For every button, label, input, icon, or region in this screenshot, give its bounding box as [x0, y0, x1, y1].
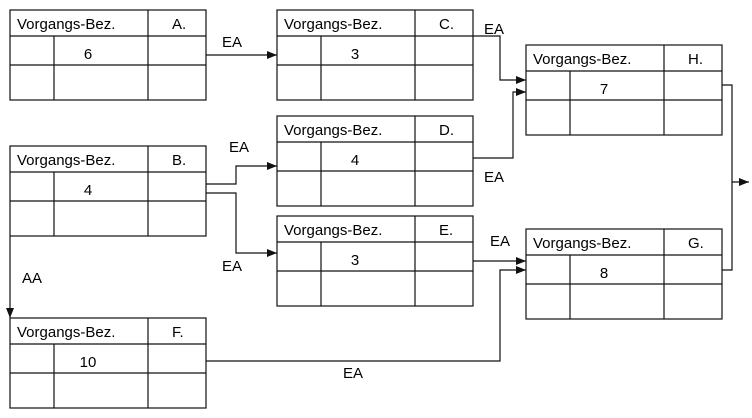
- node-header-label: Vorgangs-Bez.: [17, 152, 115, 169]
- node-code: B.: [172, 152, 186, 169]
- node-duration: 4: [84, 182, 92, 199]
- edge-label-f-g: EA: [343, 365, 363, 382]
- node-header-label: Vorgangs-Bez.: [284, 122, 382, 139]
- node-d: Vorgangs-Bez. D. 4: [276, 115, 474, 207]
- node-box: [525, 228, 723, 320]
- node-g: Vorgangs-Bez. G. 8: [525, 228, 723, 320]
- node-duration: 10: [80, 354, 97, 371]
- node-f: Vorgangs-Bez. F. 10: [9, 317, 207, 409]
- node-duration: 7: [600, 81, 608, 98]
- node-header-label: Vorgangs-Bez.: [284, 16, 382, 33]
- node-code: G.: [688, 235, 704, 252]
- edge-label-b-e: EA: [222, 258, 242, 275]
- edge-label-d-h: EA: [484, 169, 504, 186]
- node-duration: 4: [351, 152, 359, 169]
- node-header-label: Vorgangs-Bez.: [17, 324, 115, 341]
- node-code: A.: [172, 16, 186, 33]
- edge-b-e: [206, 192, 277, 257]
- edges-layer: [6, 35, 749, 362]
- node-h: Vorgangs-Bez. H. 7: [525, 44, 723, 136]
- node-box: [9, 145, 207, 237]
- node-header-label: Vorgangs-Bez.: [17, 16, 115, 33]
- node-header-label: Vorgangs-Bez.: [533, 51, 631, 68]
- node-box: [9, 9, 207, 101]
- node-header-label: Vorgangs-Bez.: [284, 222, 382, 239]
- node-box: [276, 115, 474, 207]
- node-e: Vorgangs-Bez. E. 3: [276, 215, 474, 307]
- node-box: [525, 44, 723, 136]
- node-a: Vorgangs-Bez. A. 6: [9, 9, 207, 101]
- node-duration: 3: [351, 252, 359, 269]
- edge-f-g: [206, 266, 526, 362]
- node-c: Vorgangs-Bez. C. 3: [276, 9, 474, 101]
- node-duration: 8: [600, 265, 608, 282]
- node-box: [276, 215, 474, 307]
- node-code: H.: [688, 51, 703, 68]
- edge-c-h: [473, 35, 526, 84]
- nodes-layer: Vorgangs-Bez.A.6Vorgangs-Bez.B.4Vorgangs…: [9, 9, 723, 409]
- edge-label-b-d: EA: [229, 139, 249, 156]
- labels-layer: EA EA EA EA EA EA AA EA: [22, 21, 510, 382]
- node-b: Vorgangs-Bez. B. 4: [9, 145, 207, 237]
- edge-label-a-c: EA: [222, 34, 242, 51]
- node-code: F.: [172, 324, 184, 341]
- node-duration: 3: [351, 46, 359, 63]
- edge-label-b-f: AA: [22, 270, 42, 287]
- node-header-label: Vorgangs-Bez.: [533, 235, 631, 252]
- edge-h-out: [722, 84, 749, 186]
- node-box: [9, 317, 207, 409]
- node-duration: 6: [84, 46, 92, 63]
- node-code: C.: [439, 16, 454, 33]
- edge-label-e-g: EA: [490, 233, 510, 250]
- edge-label-c-h: EA: [484, 21, 504, 38]
- edge-d-h: [473, 88, 526, 159]
- edge-b-d: [206, 162, 277, 185]
- node-code: E.: [439, 222, 453, 239]
- edge-g-out: [722, 182, 733, 271]
- node-code: D.: [439, 122, 454, 139]
- node-box: [276, 9, 474, 101]
